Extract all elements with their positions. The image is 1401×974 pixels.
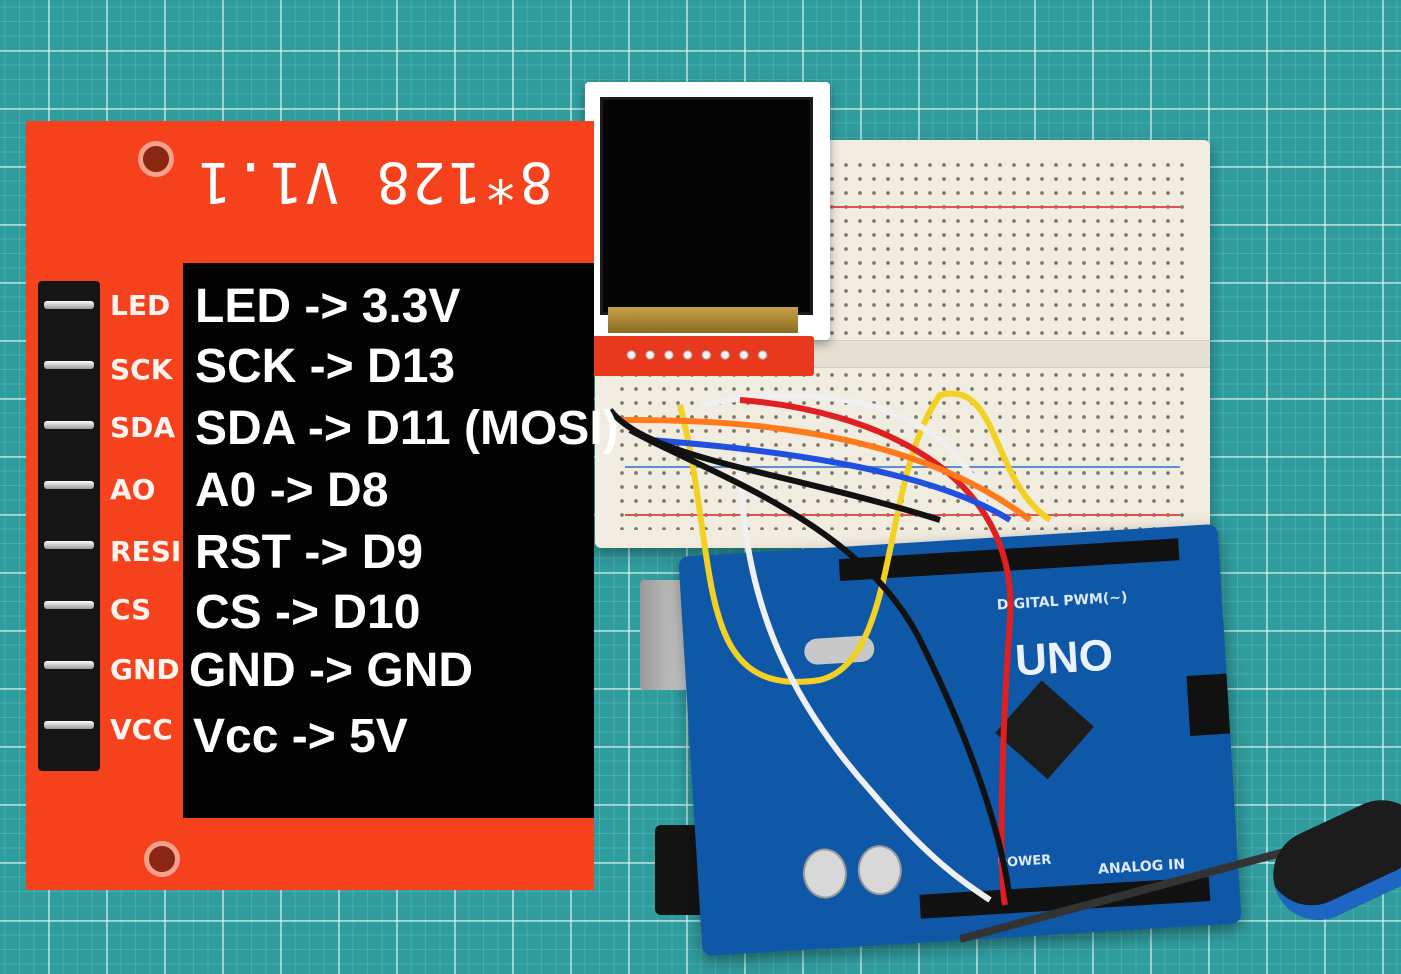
header-pin: [44, 481, 94, 489]
wiring-line-led: LED -> 3.3V: [195, 280, 461, 333]
silk-label-gnd: GND: [110, 653, 180, 686]
pin-header: [38, 281, 100, 771]
icsp-header: [1186, 673, 1231, 736]
silk-label-sda: SDA: [110, 411, 176, 444]
wiring-line-vcc: Vcc -> 5V: [193, 710, 408, 763]
header-pin: [44, 361, 94, 369]
wiring-line-gnd: GND -> GND: [189, 644, 474, 697]
header-pin: [44, 661, 94, 669]
arduino-uno-board: UNO DIGITAL PWM(~) ANALOG IN POWER: [678, 523, 1242, 957]
digital-label: DIGITAL PWM(~): [996, 589, 1128, 614]
board-label: UNO: [1013, 630, 1115, 686]
crystal-oscillator: [803, 635, 876, 666]
power-label: POWER: [997, 852, 1052, 871]
header-pin: [44, 721, 94, 729]
screwdriver-handle: [1258, 785, 1401, 935]
wiring-line-sck: SCK -> D13: [195, 340, 456, 393]
header-pin: [44, 601, 94, 609]
analog-label: ANALOG IN: [1097, 856, 1186, 878]
silk-label-vcc: VCC: [110, 713, 173, 746]
header-pin: [44, 301, 94, 309]
silk-label-rst: RESI: [110, 535, 182, 568]
wiring-line-a0: A0 -> D8: [195, 464, 389, 517]
microcontroller-chip: [995, 680, 1094, 780]
tft-pin-row: [622, 348, 772, 362]
silk-label-sck: SCK: [110, 353, 173, 386]
mount-hole: [144, 841, 180, 877]
mount-hole: [138, 141, 174, 177]
wiring-label-panel: LED -> 3.3V SCK -> D13 SDA -> D11 (MOSI)…: [183, 263, 619, 818]
silk-label-led: LED: [110, 289, 171, 322]
tft-display-screen: [600, 97, 813, 315]
tft-flex-cable: [608, 307, 798, 333]
digital-header: [838, 538, 1180, 582]
header-pin: [44, 541, 94, 549]
header-pin: [44, 421, 94, 429]
wiring-line-cs: CS -> D10: [195, 586, 421, 639]
breadboard-rail-positive: [825, 206, 1180, 208]
shield-title: 8*128 V1.1: [196, 149, 554, 214]
breadboard-rail-positive-bottom: [625, 514, 1180, 516]
breadboard-rail-negative: [625, 466, 1180, 468]
capacitor: [856, 843, 904, 897]
wiring-line-rst: RST -> D9: [195, 526, 424, 579]
wiring-line-sda: SDA -> D11 (MOSI): [195, 402, 619, 455]
capacitor: [801, 847, 849, 900]
silk-label-a0: AO: [110, 473, 156, 506]
silk-label-cs: CS: [110, 593, 152, 626]
